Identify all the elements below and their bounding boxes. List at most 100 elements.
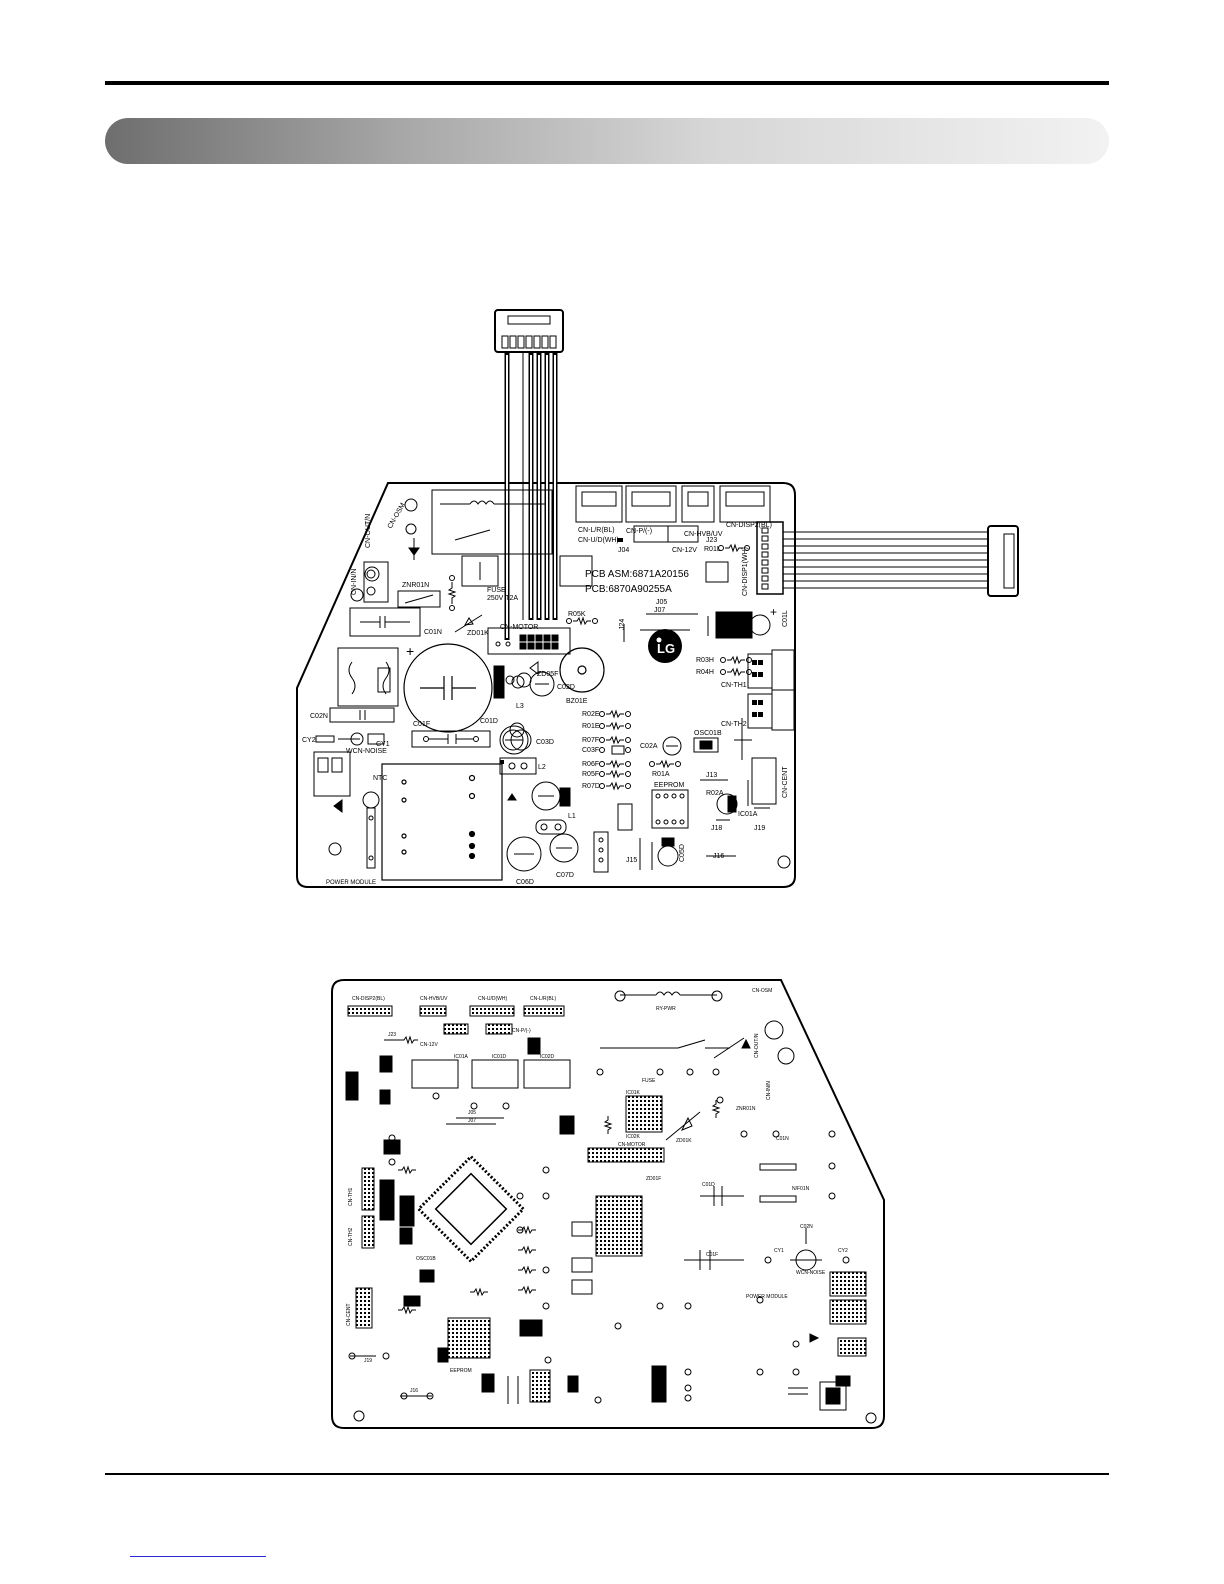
svg-text:J07: J07 [654,607,665,614]
c02d-capacitor [529,671,555,697]
svg-text:C01D: C01D [702,1182,715,1188]
svg-text:J19: J19 [754,825,765,832]
svg-text:IC01A: IC01A [454,1054,469,1060]
c02a-osc [662,736,719,756]
svg-text:+: + [406,643,414,659]
svg-text:CN-MOTOR: CN-MOTOR [618,1142,646,1148]
ic01a [716,793,738,815]
svg-text:J24: J24 [619,619,626,630]
svg-text:ZD01K: ZD01K [676,1138,692,1144]
bottom-jumpers [350,1039,519,1404]
svg-text:J18: J18 [711,825,722,832]
svg-text:C03D: C03D [536,739,554,746]
right-wire-harness [756,521,1019,597]
c03d-capacitor [499,725,529,755]
ic-square [705,561,729,583]
svg-text:CN-12V: CN-12V [672,547,697,554]
svg-text:C01D: C01D [480,718,498,725]
bottom-right-pads [788,1271,867,1411]
svg-text:J15: J15 [626,857,637,864]
svg-text:R02A: R02A [706,790,724,797]
svg-text:C05D: C05D [679,844,686,862]
svg-text:ZD01F: ZD01F [646,1176,661,1182]
svg-text:CN-12V: CN-12V [420,1042,438,1048]
bottom-holes [353,990,877,1424]
power-module [381,763,503,881]
svg-text:CN-TH2: CN-TH2 [721,721,747,728]
svg-text:J13: J13 [706,772,717,779]
svg-text:IC02K: IC02K [626,1134,641,1140]
c01f-row [411,730,491,748]
svg-text:IC02D: IC02D [540,1054,555,1060]
svg-text:FUSE: FUSE [487,587,506,594]
svg-text:CN-DISP2(BL): CN-DISP2(BL) [726,522,772,529]
pad-rows-top [347,1005,565,1035]
mid-right-components [665,1111,822,1271]
svg-text:IC01K: IC01K [626,1090,641,1096]
svg-text:N/F01N: N/F01N [792,1186,810,1192]
znr01n [397,590,441,608]
svg-text:J23: J23 [706,537,717,544]
solid-parts [500,538,623,764]
svg-text:CY1: CY1 [376,741,390,748]
svg-text:L1: L1 [568,813,576,820]
svg-text:J07: J07 [468,1118,476,1124]
svg-text:J04: J04 [618,547,629,554]
fuse-block [461,555,593,587]
svg-text:CN-TH2: CN-TH2 [348,1227,354,1246]
footer-link-underline[interactable] [130,1556,266,1557]
footer-rule [105,1473,1109,1475]
svg-text:BZ01E: BZ01E [566,698,588,705]
svg-text:C02D: C02D [557,684,575,691]
svg-text:CN-OSM: CN-OSM [752,988,772,994]
svg-text:NTC: NTC [373,775,387,782]
svg-text:LG: LG [657,641,675,656]
svg-text:OSC01B: OSC01B [416,1256,436,1262]
right-connectors [747,649,795,805]
svg-text:C06D: C06D [516,879,534,886]
mid-power-pads [481,1095,667,1403]
svg-text:C02A: C02A [640,743,658,750]
svg-text:CY1: CY1 [774,1248,784,1254]
relay-bottom [600,991,751,1059]
resistor-rows [599,543,752,791]
svg-text:C01F: C01F [706,1252,718,1258]
svg-text:C01N: C01N [424,629,442,636]
buzzer-bz01e [559,647,605,693]
svg-text:ZNR01N: ZNR01N [736,1106,756,1112]
svg-text:L3: L3 [516,703,524,710]
svg-text:J16: J16 [410,1388,418,1394]
svg-text:OSC01B: OSC01B [694,730,722,737]
svg-text:EEPROM: EEPROM [450,1368,472,1374]
svg-text:R05K: R05K [568,611,586,618]
svg-text:CN-IN/N: CN-IN/N [351,569,358,595]
smd-ics [379,1037,571,1089]
bottom-board-labels: CN-DISP2(BL) CN-HVB/UV CN-U/D(WH) CN-L/R… [346,988,848,1394]
svg-text:CY2: CY2 [302,737,316,744]
svg-text:CN-TH1: CN-TH1 [348,1187,354,1206]
bottom-resistors [398,1035,721,1315]
l2-area [499,757,571,835]
svg-text:CN-U/D(WH): CN-U/D(WH) [578,537,619,544]
svg-text:C02N: C02N [310,713,328,720]
svg-text:POWER MODULE: POWER MODULE [326,880,376,886]
svg-text:CN-L/R(BL): CN-L/R(BL) [578,527,615,534]
svg-text:FUSE: FUSE [642,1078,656,1084]
top-board-labels: PCB ASM:6871A20156 PCB:6870A90255A CN-L/… [302,502,789,886]
svg-text:C01F: C01F [413,721,430,728]
svg-text:J05: J05 [468,1110,476,1116]
svg-text:C01L: C01L [782,610,789,627]
svg-text:J23: J23 [388,1032,396,1038]
bottom-board [331,979,885,1429]
svg-text:CN-MOTOR: CN-MOTOR [500,624,538,631]
resistors-top [447,575,598,626]
caps-left-row [315,707,395,746]
cn-in-n-connector [363,561,389,603]
svg-text:R01E: R01E [582,723,600,730]
jumpers-top [623,613,770,857]
left-pad-connectors [345,1071,435,1329]
svg-text:R07D: R07D [582,783,600,790]
c06-c07 [506,833,579,872]
svg-text:CN-P/(-): CN-P/(-) [512,1028,531,1034]
svg-text:ZD01K: ZD01K [467,630,489,637]
